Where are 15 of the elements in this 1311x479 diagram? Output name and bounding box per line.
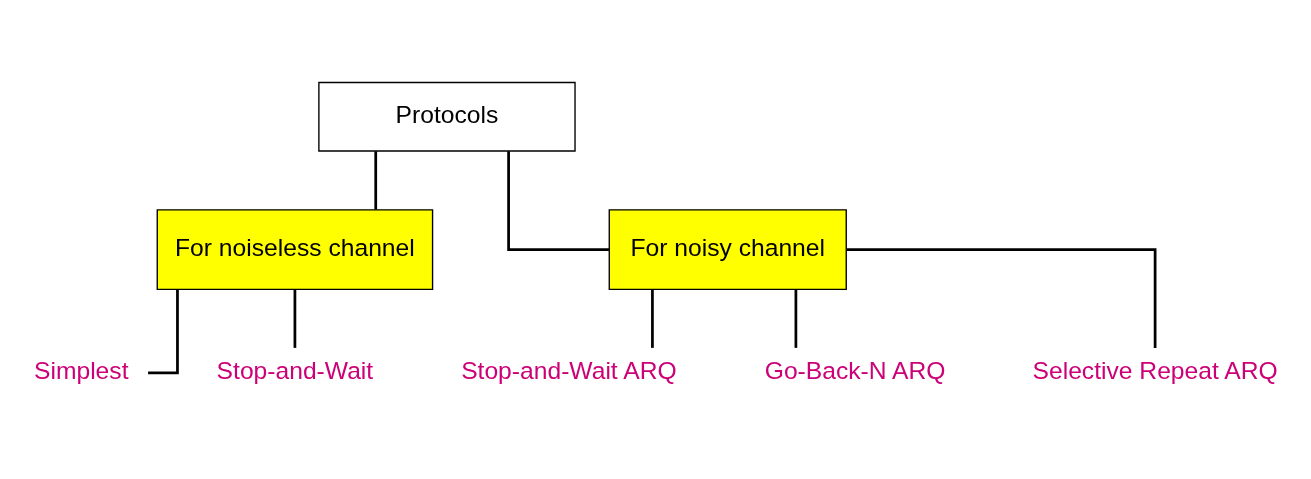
connector (148, 289, 179, 374)
connector (507, 150, 610, 251)
node-text: Stop-and-Wait ARQ (461, 356, 677, 384)
connector (293, 289, 297, 348)
connector (374, 150, 378, 210)
node-text: Go-Back-N ARQ (764, 356, 946, 384)
node-box: For noisy channel (608, 208, 847, 290)
node-text: Selective Repeat ARQ (1032, 356, 1278, 384)
node-box: Protocols (318, 81, 576, 152)
connector (651, 289, 654, 348)
node-text: Stop-and-Wait (216, 356, 374, 384)
node-box: For noiseless channel (156, 208, 434, 290)
connector (846, 247, 1157, 348)
node-text: Simplest (33, 356, 129, 384)
connector (794, 289, 798, 348)
